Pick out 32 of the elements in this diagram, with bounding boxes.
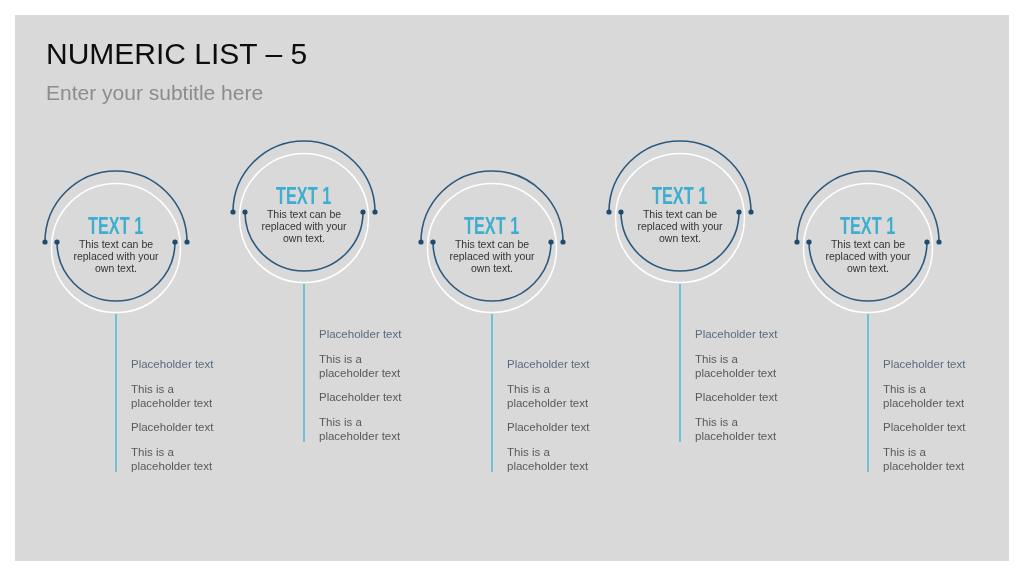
list-text: This is a placeholder text [131,381,214,410]
list-text: This is a placeholder text [319,351,402,380]
list-text: Placeholder text [131,420,214,434]
list-text: This is a placeholder text [131,444,214,473]
list-text: Placeholder text [319,327,402,341]
node-text: This text can be replaced with your own text. [73,238,159,274]
list-text: Placeholder text [507,420,590,434]
subtitle: Enter your subtitle here [46,80,264,106]
list-text: Placeholder text [695,327,778,341]
list-text: This is a placeholder text [695,351,778,380]
list-text: Placeholder text [695,390,778,404]
connector-line [303,283,305,443]
list-text: Placeholder text [883,357,966,371]
list-text: Placeholder text [131,357,214,371]
list-text: Placeholder text [319,390,402,404]
node-text: This text can be replaced with your own text. [449,238,535,274]
connector-line [491,313,493,473]
list-text: Placeholder text [883,420,966,434]
list-text: This is a placeholder text [883,381,966,410]
list-text: Placeholder text [507,357,590,371]
node-text: This text can be replaced with your own text. [825,238,911,274]
list-text: This is a placeholder text [695,414,778,443]
connector-line [115,313,117,473]
title: NUMERIC LIST – 5 [46,36,308,72]
list-text: This is a placeholder text [507,444,590,473]
node-heading: TEXT 1 [652,183,708,209]
connector-line [679,283,681,443]
list-text: This is a placeholder text [319,414,402,443]
list-text: This is a placeholder text [507,381,590,410]
node-heading: TEXT 1 [276,183,332,209]
list-text: This is a placeholder text [883,444,966,473]
connector-line [867,313,869,473]
